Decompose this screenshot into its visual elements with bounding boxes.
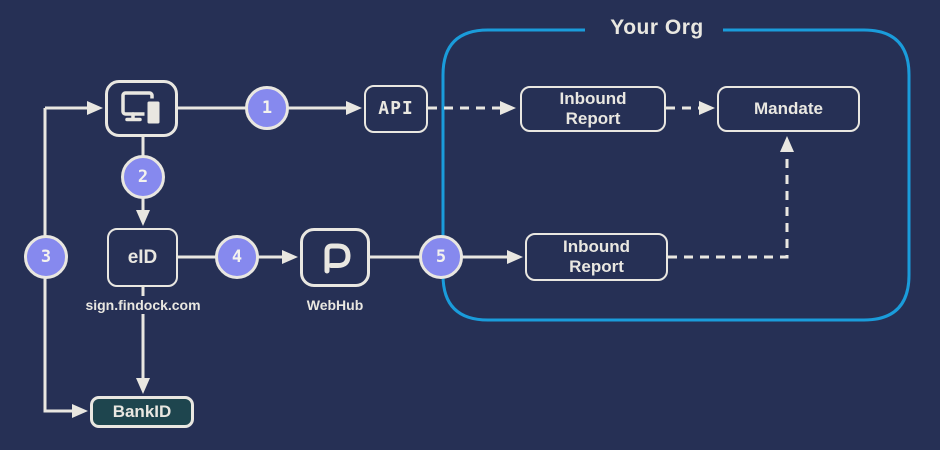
inbound-report-2-label: Inbound Report (562, 237, 631, 276)
step-5-badge: 5 (419, 235, 463, 279)
inbound-report-node-2: Inbound Report (525, 233, 668, 281)
webhub-node (300, 228, 370, 287)
eid-node: eID (107, 228, 178, 287)
step-4-badge: 4 (215, 235, 259, 279)
inbound-report-1-label: Inbound Report (559, 89, 627, 128)
edge-left-rail-to-bankid (43, 108, 88, 418)
step-2-number: 2 (137, 167, 149, 187)
findock-logo-icon (324, 243, 351, 273)
edge-inbound-report-2-to-mandate (668, 136, 794, 259)
step-1-badge: 1 (245, 86, 289, 130)
step-1-number: 1 (261, 98, 273, 118)
devices-icon (120, 90, 162, 126)
mandate-node: Mandate (717, 86, 860, 132)
bankid-node: BankID (90, 396, 194, 428)
step-4-number: 4 (231, 247, 243, 267)
step-5-number: 5 (435, 247, 447, 267)
devices-node (105, 80, 178, 137)
your-org-container-border (441, 28, 911, 322)
bankid-node-label: BankID (112, 402, 172, 422)
eid-node-label: eID (127, 246, 158, 268)
api-node-label: API (378, 97, 414, 119)
your-org-title: Your Org (610, 16, 704, 39)
eid-url-label: sign.findock.com (60, 296, 226, 314)
step-3-badge: 3 (24, 235, 68, 279)
inbound-report-node-1: Inbound Report (520, 86, 666, 132)
webhub-name-label: WebHub (285, 296, 385, 314)
api-node: API (364, 85, 428, 133)
step-2-badge: 2 (121, 155, 165, 199)
mandate-node-label: Mandate (754, 99, 823, 119)
step-3-number: 3 (40, 247, 52, 267)
